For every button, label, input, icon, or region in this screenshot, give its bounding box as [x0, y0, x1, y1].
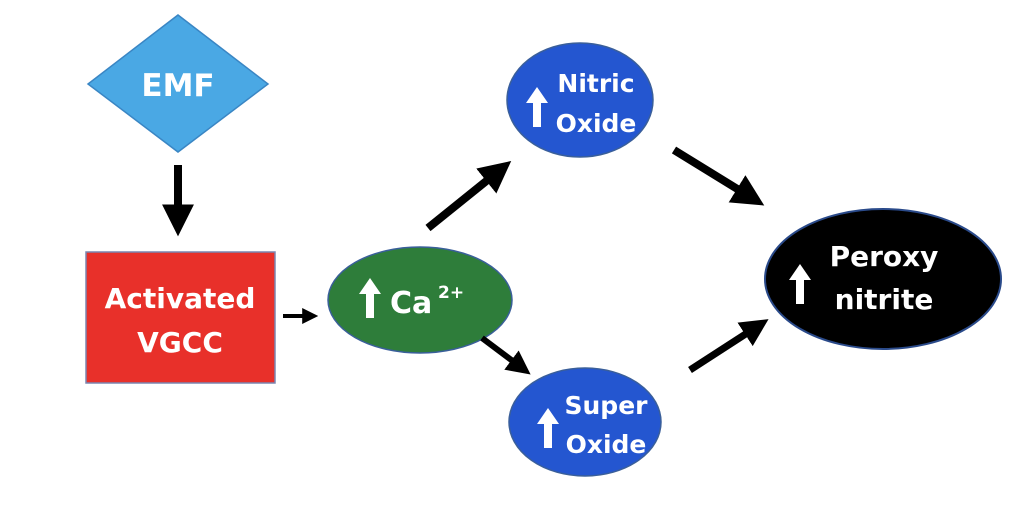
super-oxide-label-line2: Oxide — [566, 430, 647, 459]
super-oxide-ellipse-shape — [508, 367, 662, 477]
arrow-nitric-oxide-to-peroxynitrite — [671, 146, 765, 206]
arrow-calcium-to-nitric-oxide — [425, 160, 512, 232]
arrow-calcium-to-super-oxide — [480, 335, 531, 375]
calcium-label: Ca — [390, 286, 432, 321]
peroxynitrite-node: Peroxy nitrite — [764, 208, 1002, 350]
nitric-oxide-label-line1: Nitric — [557, 69, 634, 98]
calcium-node: Ca 2+ — [327, 246, 513, 354]
emf-label: EMF — [141, 68, 214, 104]
nitric-oxide-label-line2: Oxide — [556, 109, 637, 138]
peroxynitrite-label-line1: Peroxy — [830, 240, 939, 273]
peroxynitrite-label-line2: nitrite — [835, 283, 934, 316]
vgcc-label-line2: VGCC — [137, 326, 223, 359]
arrow-super-oxide-to-peroxynitrite — [688, 319, 769, 373]
emf-node: EMF — [86, 14, 270, 153]
peroxynitrite-ellipse-shape — [764, 208, 1002, 350]
emf-diamond-shape — [86, 14, 270, 153]
calcium-charge-superscript: 2+ — [438, 283, 464, 303]
vgcc-node: Activated VGCC — [85, 251, 276, 384]
vgcc-rect-shape — [85, 251, 276, 384]
super-oxide-label-line1: Super — [565, 391, 649, 420]
vgcc-label-line1: Activated — [105, 282, 256, 315]
super-oxide-node: Super Oxide — [508, 367, 662, 477]
nitric-oxide-node: Nitric Oxide — [506, 42, 654, 158]
nitric-oxide-ellipse-shape — [506, 42, 654, 158]
calcium-ellipse-shape — [327, 246, 513, 354]
